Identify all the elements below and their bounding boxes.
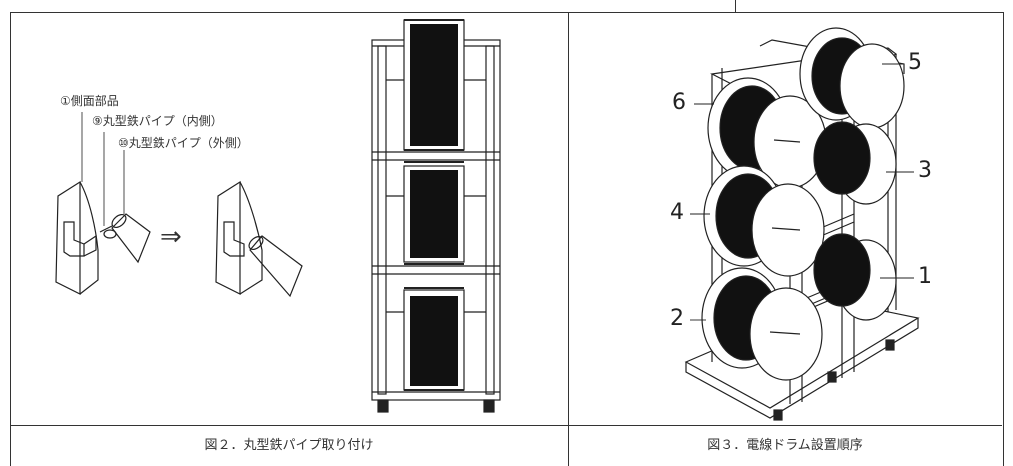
panel-separator-tick: [735, 0, 736, 12]
drum-iso-4: [703, 165, 825, 277]
number-leaders: [690, 63, 914, 321]
side-part-after: [215, 180, 263, 295]
label-inner-pipe: ⑨丸型鉄パイプ（内側）: [92, 114, 223, 128]
order-label-3: 3: [918, 158, 932, 183]
drum-iso-5: [799, 27, 905, 129]
figure2-caption: 図２．丸型鉄パイプ取り付け: [204, 438, 374, 453]
drum-iso-1: [813, 233, 897, 321]
label-side-part: ①側面部品: [60, 94, 119, 108]
leader-lines: [81, 112, 125, 226]
order-label-5: 5: [908, 50, 922, 75]
figure3-caption: 図３．電線ドラム設置順序: [707, 438, 863, 453]
order-label-4: 4: [670, 200, 684, 225]
order-label-1: 1: [918, 264, 932, 289]
drum-iso-2: [701, 267, 823, 381]
caption-divider: [10, 425, 1002, 426]
order-label-6: 6: [672, 90, 686, 115]
drum-front-3: [403, 287, 465, 391]
drum-iso-6: [707, 77, 827, 189]
figure2-panel: [10, 12, 569, 466]
arrow-symbol: ⇒: [160, 222, 182, 252]
order-label-2: 2: [670, 306, 684, 331]
rack-front-view: [371, 39, 501, 413]
drum-iso-3: [813, 121, 897, 205]
figure3-panel: [568, 12, 1004, 466]
drum-front-2: [403, 161, 465, 265]
pipe-after: [248, 235, 303, 298]
label-outer-pipe: ⑩丸型鉄パイプ（外側）: [118, 136, 249, 150]
side-part-before: [55, 180, 99, 295]
drum-front-1: [403, 19, 465, 151]
pipe-before: [99, 213, 151, 264]
